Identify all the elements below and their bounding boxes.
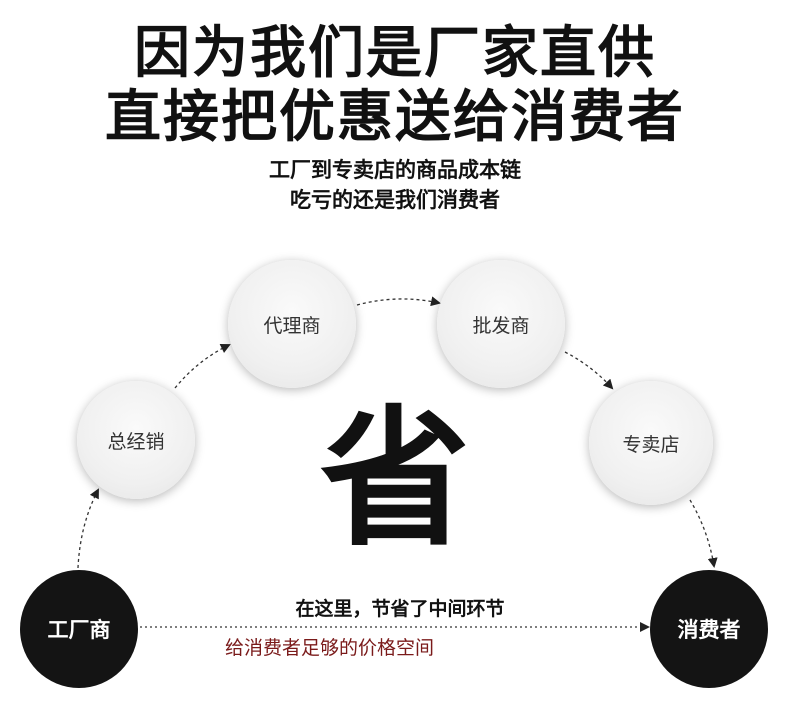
node-consumer-label: 消费者	[677, 618, 741, 642]
node-agent-label: 代理商	[263, 314, 321, 337]
headline-line-2: 直接把优惠送给消费者	[105, 85, 685, 150]
arrow-factory-to-general	[77, 488, 99, 569]
subheadline-line-1: 工厂到专卖店的商品成本链	[269, 158, 521, 182]
node-factory: 工厂商	[20, 570, 138, 688]
direct-path-caption: 在这里，节省了中间环节	[295, 598, 505, 620]
node-agent: 代理商	[228, 260, 356, 388]
node-factory-label: 工厂商	[47, 618, 111, 642]
arrow-general-to-agent	[174, 343, 231, 389]
headline-line-1: 因为我们是厂家直供	[134, 21, 656, 86]
arrow-wholesaler-to-store	[564, 351, 614, 390]
node-store: 专卖店	[589, 381, 713, 505]
node-consumer: 消费者	[650, 570, 768, 688]
node-general-distributor: 总经销	[77, 381, 195, 499]
node-wholesaler: 批发商	[437, 260, 565, 388]
node-general-distributor-label: 总经销	[107, 430, 165, 453]
arrow-store-to-consumer	[689, 499, 718, 568]
node-wholesaler-label: 批发商	[472, 314, 530, 337]
arrow-agent-to-wholesaler	[356, 296, 441, 307]
direct-path-subcaption: 给消费者足够的价格空间	[225, 637, 435, 659]
node-store-label: 专卖店	[622, 433, 680, 456]
subheadline-line-2: 吃亏的还是我们消费者	[290, 188, 500, 212]
center-save-character: 省	[320, 393, 471, 567]
